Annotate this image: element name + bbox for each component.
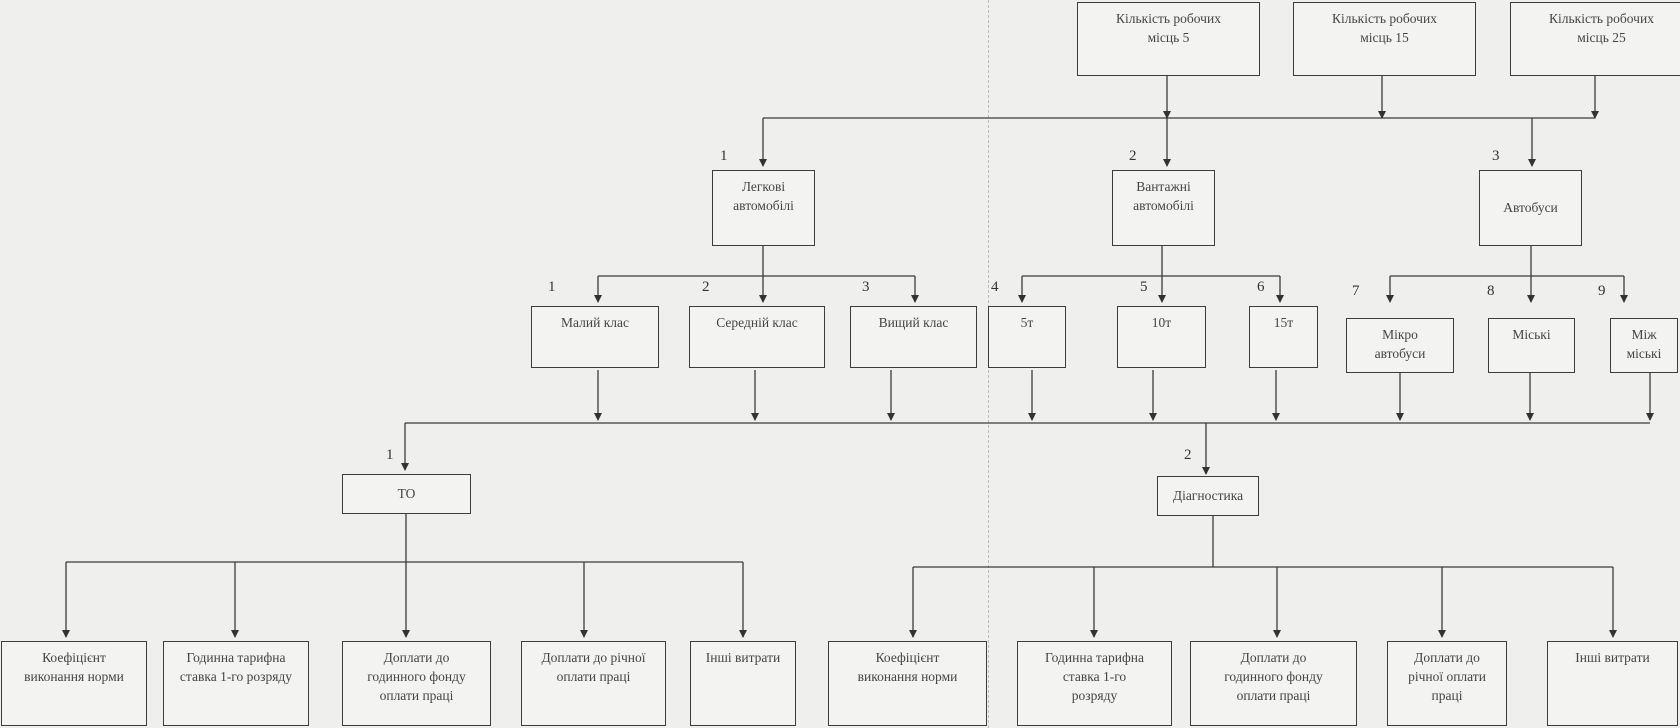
category-box-1: Легкові автомобілі: [712, 170, 815, 246]
diag-item-box-1: Коефіцієнт виконання норми: [828, 641, 987, 726]
process-box-1: ТО: [342, 474, 471, 514]
category-number-1: 1: [720, 148, 728, 164]
subcategory-number-1: 1: [548, 279, 556, 295]
subcategory-box-5: 10т: [1117, 306, 1206, 368]
workplaces-box-1: Кількість робочих місць 5: [1077, 2, 1260, 76]
subcategory-number-8: 8: [1487, 283, 1495, 299]
workplaces-box-2: Кількість робочих місць 15: [1293, 2, 1476, 76]
subcategory-box-7: Мікро автобуси: [1346, 318, 1454, 373]
subcategory-box-8: Міські: [1488, 318, 1575, 373]
diag-item-box-5: Інші витрати: [1547, 641, 1678, 726]
diag-item-box-3: Доплати до годинного фонду оплати праці: [1190, 641, 1357, 726]
category-box-3: Автобуси: [1479, 170, 1582, 246]
diag-item-box-2: Годинна тарифна ставка 1-го розряду: [1017, 641, 1172, 726]
process-box-2: Діагностика: [1157, 476, 1259, 516]
subcategory-box-6: 15т: [1249, 306, 1318, 368]
diag-item-box-4: Доплати до річної оплати праці: [1387, 641, 1507, 726]
subcategory-number-7: 7: [1352, 283, 1360, 299]
workplaces-box-3: Кількість робочих місць 25: [1510, 2, 1680, 76]
subcategory-number-3: 3: [862, 279, 870, 295]
to-item-box-4: Доплати до річної оплати праці: [521, 641, 666, 726]
category-number-3: 3: [1492, 148, 1500, 164]
subcategory-number-4: 4: [991, 279, 999, 295]
subcategory-number-9: 9: [1598, 283, 1606, 299]
subcategory-box-3: Вищий клас: [850, 306, 977, 368]
subcategory-box-1: Малий клас: [531, 306, 659, 368]
category-box-2: Вантажні автомобілі: [1112, 170, 1215, 246]
subcategory-box-2: Середній клас: [689, 306, 825, 368]
subcategory-number-5: 5: [1140, 279, 1148, 295]
subcategory-number-2: 2: [702, 279, 710, 295]
subcategory-number-6: 6: [1257, 279, 1265, 295]
to-item-box-1: Коефіцієнт виконання норми: [1, 641, 147, 726]
subcategory-box-4: 5т: [988, 306, 1066, 368]
to-item-box-5: Інші витрати: [690, 641, 796, 726]
category-number-2: 2: [1129, 148, 1137, 164]
process-number-1: 1: [386, 447, 394, 463]
process-number-2: 2: [1184, 447, 1192, 463]
to-item-box-2: Годинна тарифна ставка 1-го розряду: [163, 641, 309, 726]
to-item-box-3: Доплати до годинного фонду оплати праці: [342, 641, 491, 726]
subcategory-box-9: Між міські: [1610, 318, 1678, 373]
